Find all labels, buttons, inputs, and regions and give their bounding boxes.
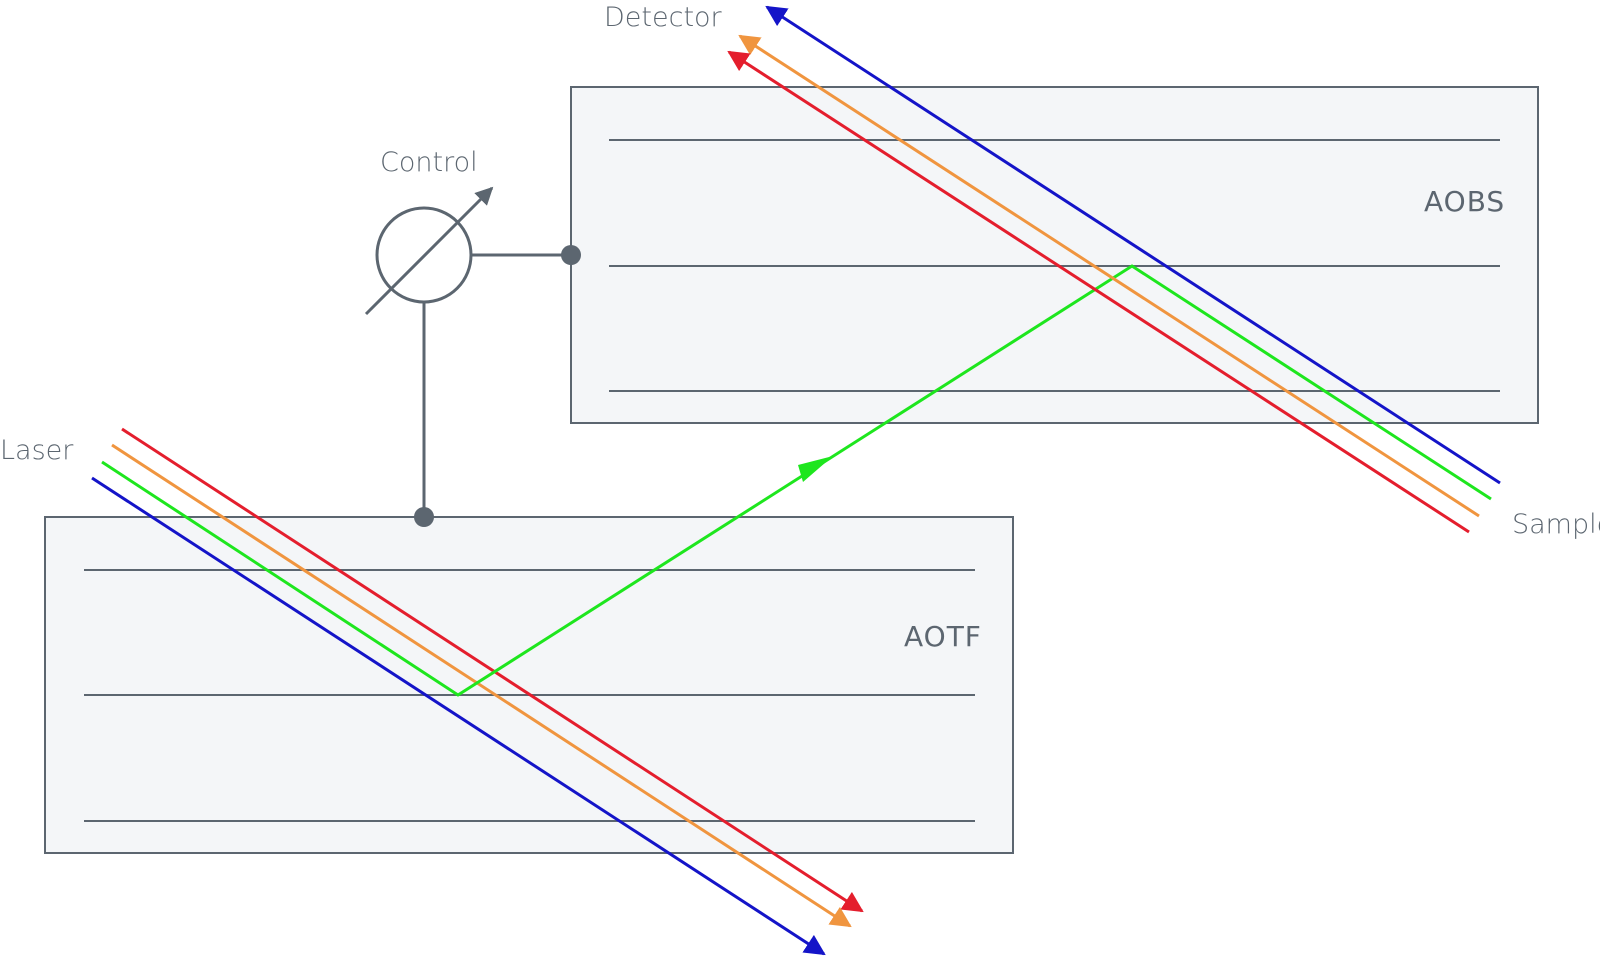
sample-label: Sample [1512, 509, 1600, 540]
aotf-box [44, 516, 1014, 854]
beam-blue-aotf [91, 476, 826, 956]
beam-green-path [101, 264, 1492, 697]
control-label: Control [380, 147, 478, 178]
aobs-box [570, 86, 1539, 424]
control-unit: Control [364, 147, 581, 527]
green-direction-arrow-icon [798, 456, 833, 482]
aotf-connector-dot [414, 507, 434, 527]
aobs-label: AOBS [1424, 185, 1505, 218]
aobs-connector-dot [561, 245, 581, 265]
aotf-module: AOTF [44, 516, 1014, 854]
beam-orange-aotf [111, 443, 852, 928]
beam-blue-aobs [765, 5, 1501, 485]
laser-beams [91, 264, 1492, 956]
aobs-module: AOBS [570, 86, 1539, 424]
detector-label: Detector [604, 2, 723, 33]
detector-beams [727, 5, 1501, 534]
beam-red-aobs [727, 50, 1470, 534]
beam-red-aotf [121, 427, 864, 913]
control-adjust-arrow-icon [364, 186, 494, 316]
beam-orange-aobs [738, 34, 1480, 518]
laser-label: Laser [0, 435, 74, 466]
aotf-label: AOTF [904, 620, 982, 653]
